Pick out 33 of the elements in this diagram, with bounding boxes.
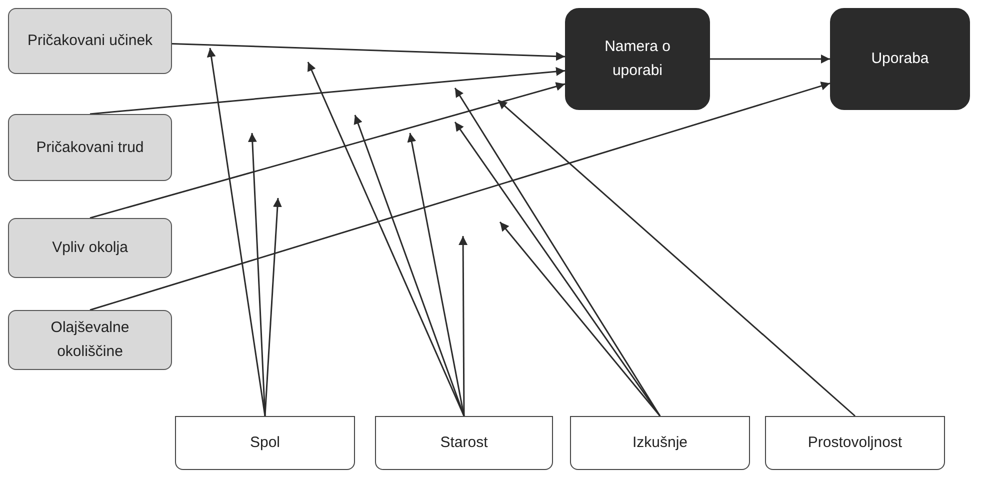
moderator-box xyxy=(570,416,750,470)
node-label: Uporaba xyxy=(871,49,929,69)
factor-box xyxy=(8,114,172,181)
node-label: Spol xyxy=(250,433,280,453)
factor-box xyxy=(8,8,172,74)
node-label: Namera o uporabi xyxy=(604,37,672,81)
arrow xyxy=(264,198,282,416)
process-box xyxy=(830,8,970,110)
arrow xyxy=(90,67,566,115)
node-label: Pričakovani učinek xyxy=(27,31,153,51)
process-box xyxy=(565,8,710,110)
moderator-box xyxy=(375,416,553,470)
moderator-box xyxy=(765,416,945,470)
arrow xyxy=(248,132,266,416)
arrow xyxy=(407,132,465,416)
node-label: Vpliv okolja xyxy=(52,238,128,258)
arrow xyxy=(499,222,661,416)
node-label: Izkušnje xyxy=(632,433,688,453)
node-label: Pričakovani trud xyxy=(36,138,144,158)
arrow xyxy=(354,114,465,416)
arrow xyxy=(498,99,856,417)
arrow xyxy=(90,82,566,219)
arrow xyxy=(307,62,465,416)
node-label: Starost xyxy=(440,433,488,453)
arrow xyxy=(710,54,830,64)
arrow xyxy=(90,82,830,311)
moderator-box xyxy=(175,416,355,470)
node-label: Olajševalne okoliščine xyxy=(50,318,130,362)
factor-box xyxy=(8,218,172,278)
arrow xyxy=(458,236,468,416)
node-label: Prostovoljnost xyxy=(808,433,902,453)
arrow xyxy=(172,42,566,61)
factor-box xyxy=(8,310,172,370)
